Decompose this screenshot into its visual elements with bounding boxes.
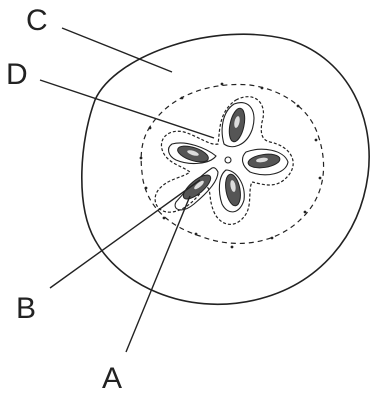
leader-line-c: [62, 28, 172, 72]
leader-line-a: [126, 196, 190, 352]
label-c: C: [26, 4, 48, 37]
core-boundary-dashed: [141, 85, 323, 244]
fruit-outer-outline: [82, 34, 369, 304]
leader-line-b: [50, 180, 200, 288]
label-d: D: [6, 58, 28, 91]
leader-line-d: [40, 80, 214, 138]
label-b: B: [16, 292, 36, 325]
core-center: [225, 157, 231, 163]
label-a: A: [102, 362, 122, 395]
